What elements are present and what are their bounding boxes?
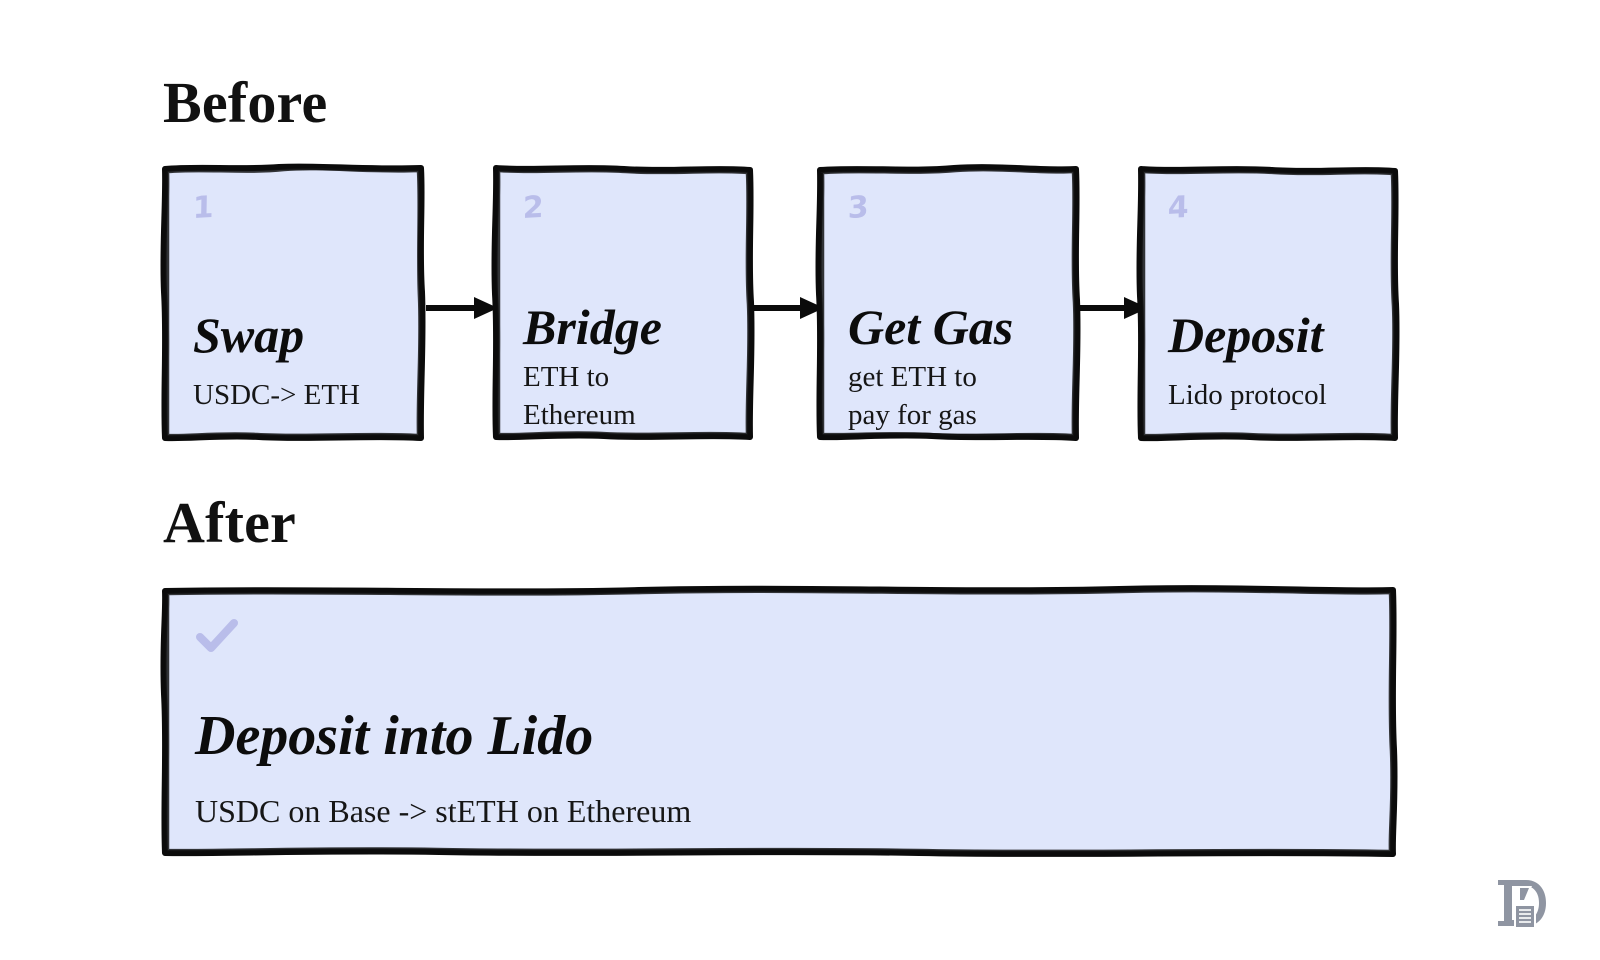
- step-card-get-gas[interactable]: 3 Get Gas get ETH to pay for gas: [815, 164, 1081, 441]
- step-subtitle: USDC-> ETH: [193, 379, 360, 411]
- step-heading: Get Gas: [848, 299, 1014, 355]
- page-title-before: Before: [163, 70, 328, 135]
- step-subtitle: get ETH to pay for gas: [848, 361, 977, 431]
- step-card-body: 2 Bridge ETH to Ethereum: [495, 168, 751, 438]
- step-card-bridge[interactable]: 2 Bridge ETH to Ethereum: [491, 165, 755, 441]
- result-card-body: Deposit into Lido USDC on Base -> stETH …: [165, 590, 1393, 854]
- status-badge: [195, 616, 1363, 656]
- arrow-right-icon: [426, 297, 498, 319]
- step-subtitle: Lido protocol: [1168, 379, 1327, 411]
- document-logo-icon: [1498, 880, 1546, 929]
- result-heading: Deposit into Lido: [195, 705, 594, 767]
- step-number: 1: [192, 189, 214, 227]
- step-card-deposit[interactable]: 4 Deposit Lido protocol: [1136, 166, 1400, 442]
- step-card-body: 4 Deposit Lido protocol: [1140, 168, 1396, 438]
- step-number: 4: [1167, 189, 1189, 227]
- step-subtitle: ETH to Ethereum: [523, 361, 636, 431]
- step-card-swap[interactable]: 1 Swap USDC-> ETH: [160, 163, 426, 442]
- arrow-right-icon: [1076, 297, 1148, 319]
- step-heading: Swap: [193, 307, 305, 363]
- arrow-right-icon: [752, 297, 824, 319]
- result-subtitle: USDC on Base -> stETH on Ethereum: [195, 793, 692, 830]
- step-number: 2: [522, 189, 544, 227]
- step-card-body: 3 Get Gas get ETH to pay for gas: [820, 168, 1076, 438]
- result-card-deposit-into-lido[interactable]: Deposit into Lido USDC on Base -> stETH …: [160, 585, 1398, 857]
- check-icon: [196, 619, 238, 652]
- step-number: 3: [847, 189, 869, 227]
- step-heading: Deposit: [1168, 307, 1324, 363]
- page-title-after: After: [163, 490, 297, 555]
- step-card-body: 1 Swap USDC-> ETH: [165, 168, 421, 438]
- step-heading: Bridge: [523, 299, 662, 355]
